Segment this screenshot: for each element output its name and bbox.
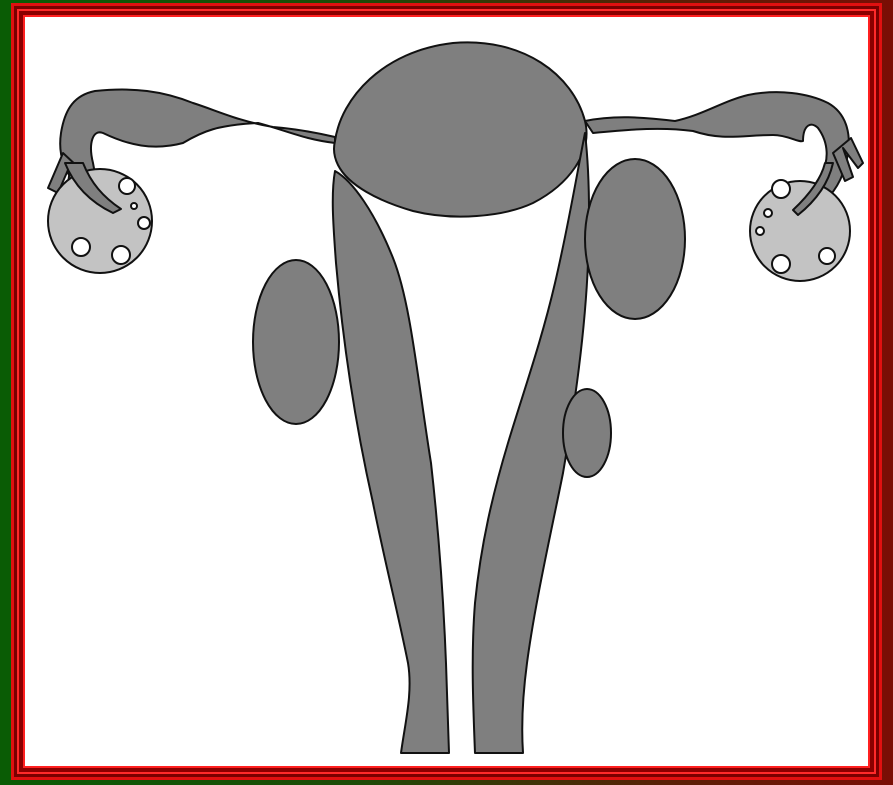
left-follicle [72,238,90,256]
left-ovary [48,169,152,273]
right-follicle [756,227,764,235]
right-follicle [764,209,772,217]
outer-red-frame [11,3,882,780]
left-follicle [131,203,137,209]
right-follicle [772,180,790,198]
left-fibroid [253,260,339,424]
uterus-diagram [25,17,870,768]
diagram-canvas [23,15,870,768]
right-large-fibroid [585,159,685,319]
left-follicle [138,217,150,229]
right-small-fibroid [563,389,611,477]
left-follicle [112,246,130,264]
right-follicle [819,248,835,264]
left-uterine-limb [333,171,449,753]
middle-red-frame [17,9,876,774]
left-follicle [119,178,135,194]
uterus-body [334,42,586,216]
right-follicle [772,255,790,273]
